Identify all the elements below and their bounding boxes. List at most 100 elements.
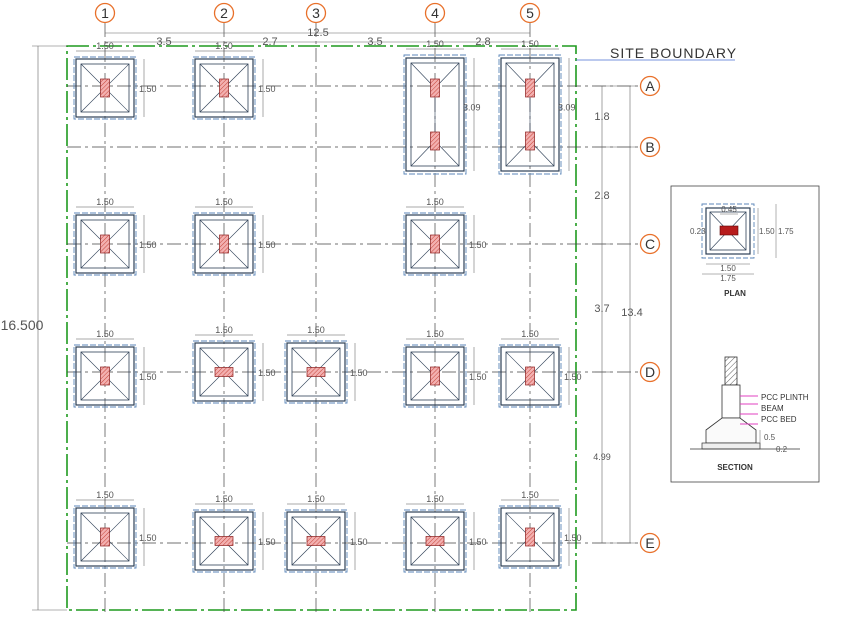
footing-square: 1.501.50 <box>192 197 276 276</box>
footing-outline <box>500 507 560 567</box>
footing-inner-outline <box>291 516 341 566</box>
top-span-dimension: 2.8 <box>475 36 490 48</box>
grid-lines <box>67 23 640 612</box>
column-pedestal <box>214 367 234 377</box>
footing-outer-outline <box>192 56 256 120</box>
row-bubble-d: D <box>639 361 661 383</box>
section-title: SECTION <box>717 463 753 472</box>
column-pedestal <box>430 78 440 98</box>
bubble-circle <box>94 2 116 24</box>
footing-outline <box>75 507 135 567</box>
column-label: 2 <box>220 5 228 21</box>
footings-layer: 1.501.501.501.501.503.091.503.091.501.50… <box>73 39 582 573</box>
plan-outer-outline <box>701 203 755 259</box>
plan-footing <box>705 207 751 255</box>
column-label: 1 <box>101 5 109 21</box>
footing-outer-outline <box>498 505 562 569</box>
footing-height-label: 1.50 <box>469 537 487 547</box>
footing-combined: 1.503.09 <box>403 39 481 175</box>
column-label: 4 <box>431 5 439 21</box>
right-dimension-chain <box>595 85 636 544</box>
footing-outline <box>286 511 346 571</box>
footing-inner-outline <box>291 347 341 397</box>
section-wall-hatch <box>724 356 738 386</box>
column-bubble-1: 1 <box>94 2 116 24</box>
bubble-circle <box>639 233 661 255</box>
section-plinth-beam <box>721 384 741 419</box>
column-pedestal <box>100 527 110 547</box>
left-total-dimension: 16.500 <box>1 317 44 333</box>
footing-height-label: 1.50 <box>258 537 276 547</box>
footing-outline <box>75 346 135 406</box>
footing-square: 1.501.50 <box>284 494 368 573</box>
column-pedestal <box>430 131 440 151</box>
footing-outline <box>194 511 254 571</box>
site-boundary-label: SITE BOUNDARY <box>610 45 737 61</box>
row-label: E <box>645 535 654 551</box>
footing-height-label: 1.50 <box>139 372 157 382</box>
footing-square: 1.501.50 <box>498 329 582 408</box>
bubble-circle <box>213 2 235 24</box>
footing-height-label: 1.50 <box>469 372 487 382</box>
footing-inner-outline <box>410 62 460 167</box>
footing-outer-outline <box>498 344 562 408</box>
footing-inner-outline <box>80 63 130 113</box>
footing-height-label: 1.50 <box>139 240 157 250</box>
column-pedestal <box>430 366 440 386</box>
footing-inner-outline <box>505 351 555 401</box>
footing-square: 1.501.50 <box>192 41 276 120</box>
column-pedestal <box>525 78 535 98</box>
callout-pcc-bed: PCC BED <box>761 415 797 424</box>
plan-title: PLAN <box>724 289 746 298</box>
footing-height-label: 1.50 <box>469 240 487 250</box>
footing-square: 1.50 1.50 <box>73 329 157 408</box>
column-pedestal <box>525 366 535 386</box>
footing-width-label: 1.50 <box>215 494 233 504</box>
footing-outline <box>500 57 560 172</box>
footing-height-label: 1.50 <box>139 84 157 94</box>
footing-outline <box>405 346 465 406</box>
footing-outline <box>405 214 465 274</box>
bubble-circle <box>519 2 541 24</box>
footing-height-label: 1.50 <box>258 240 276 250</box>
footing-square: 1.501.50 <box>403 197 487 276</box>
column-bubble-4: 4 <box>424 2 446 24</box>
section-pcc-bed <box>701 442 761 450</box>
footing-square: 1.501.50 <box>73 490 157 569</box>
plan-column <box>719 225 739 236</box>
footing-width-label: 1.50 <box>96 329 114 339</box>
footing-inner-outline <box>80 512 130 562</box>
footing-square: 1.50 1.50 <box>192 494 276 573</box>
column-pedestal <box>306 367 326 377</box>
footing-width-label: 1.50 <box>521 490 539 500</box>
bubble-circle <box>639 532 661 554</box>
footing-outline <box>286 342 346 402</box>
bubble-circle <box>639 75 661 97</box>
column-bubble-2: 2 <box>213 2 235 24</box>
column-pedestal <box>100 234 110 254</box>
footing-inner-outline <box>505 62 555 167</box>
footing-combined: 1.503.09 <box>498 39 576 175</box>
column-label: 3 <box>312 5 320 21</box>
footing-length-label: 3.09 <box>463 103 481 113</box>
footing-width-label: 1.50 <box>307 325 325 335</box>
row-bubble-a: A <box>639 75 661 97</box>
column-pedestal <box>430 234 440 254</box>
footing-outline <box>194 58 254 118</box>
top-span-dimension: 2.7 <box>262 36 277 48</box>
footing-width-label: 1.50 <box>215 41 233 51</box>
detail-panel: 0.45 0.23 1.50 1.75 1.50 1.75 PLAN <box>670 185 820 483</box>
plan-column-width: 0.45 <box>721 205 737 214</box>
footing-width-label: 1.50 <box>426 494 444 504</box>
footing-outline <box>75 214 135 274</box>
plan-outer-size-v: 1.75 <box>778 227 794 236</box>
callout-leaders <box>740 395 758 425</box>
footing-width-label: 1.50 <box>426 329 444 339</box>
bubble-circle <box>639 136 661 158</box>
footing-height-label: 1.50 <box>564 533 582 543</box>
footing-inner-outline <box>199 347 249 397</box>
footing-square: 1.501.50 <box>73 197 157 276</box>
column-pedestal <box>100 366 110 386</box>
